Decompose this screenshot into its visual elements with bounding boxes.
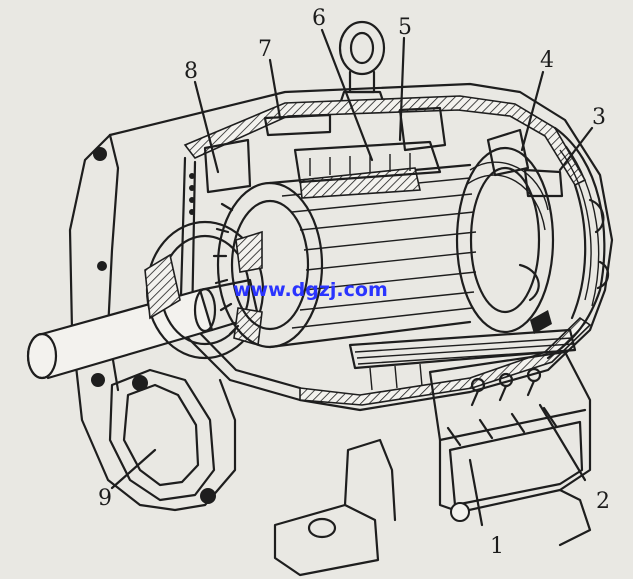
watermark-text: www.dgzj.com [233,279,388,301]
label-9: 9 [98,486,112,511]
label-5: 5 [398,15,412,40]
label-3: 3 [592,105,606,130]
stator-core-bottom [348,328,577,391]
label-6: 6 [312,6,326,31]
label-4: 4 [540,48,554,73]
stator-winding [293,140,442,199]
label-8: 8 [184,59,198,84]
leader-lines [110,28,594,527]
shaft [26,278,260,380]
frame-housing [108,82,614,412]
end-winding-fan [455,128,610,334]
label-2: 2 [596,489,610,514]
label-7: 7 [258,37,272,62]
left-end-winding [189,138,252,215]
label-1: 1 [490,534,504,559]
callout-labels: 1 2 3 4 5 6 7 8 9 [98,6,610,559]
terminal-box [428,350,592,522]
end-shield [68,133,237,512]
mounting-feet [273,438,592,577]
